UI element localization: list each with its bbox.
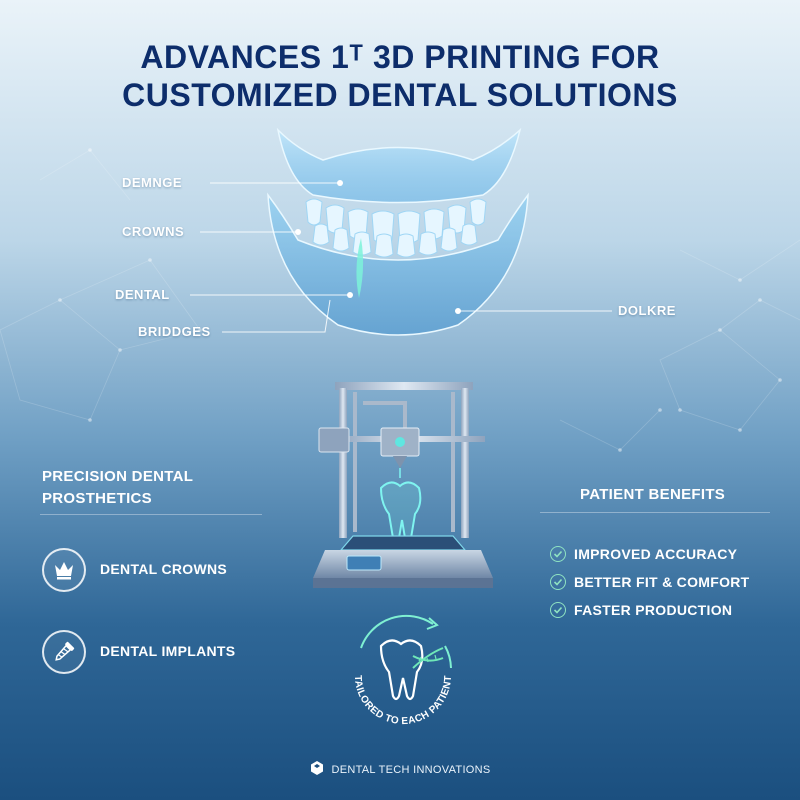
label-crowns: CROWNS [122,224,185,239]
benefit-label: IMPROVED ACCURACY [574,546,738,562]
right-section-heading: PATIENT BENEFITS [580,486,726,503]
check-icon [550,546,566,562]
footer: DENTAL TECH INNOVATIONS [0,760,800,779]
benefit-label: FASTER PRODUCTION [574,602,733,618]
left-section-heading: PRECISION DENTAL PROSTHETICS [42,466,193,510]
benefit-item: FASTER PRODUCTION [550,602,732,618]
benefit-item: IMPROVED ACCURACY [550,546,737,562]
3d-printer-illustration [313,382,493,588]
title-line-2: CUSTOMIZED DENTAL SOLUTIONS [122,77,678,113]
footer-brand: DENTAL TECH INNOVATIONS [331,763,491,776]
left-divider [40,514,262,515]
left-item-dental-implants: DENTAL IMPLANTS [100,643,236,659]
implant-screw-icon [42,630,86,674]
benefit-label: BETTER FIT & COMFORT [574,574,750,590]
check-icon [550,602,566,618]
dental-jaw-illustration [267,127,529,336]
label-demnge: DEMNGE [122,175,183,190]
crown-icon [42,548,86,592]
tooth-dna-icon [379,639,444,701]
hexagon-logo-icon [309,760,325,779]
check-icon [550,574,566,590]
label-dental: DENTAL [115,287,170,302]
page-title: ADVANCES 1ᵀ 3D PRINTING FOR CUSTOMIZED D… [0,38,800,114]
right-divider [540,512,770,513]
left-heading-line-2: PROSTHETICS [42,490,152,507]
title-line-1: ADVANCES 1ᵀ 3D PRINTING FOR [140,39,660,75]
left-heading-line-1: PRECISION DENTAL [42,468,194,485]
label-dolkre: DOLKRE [618,303,676,318]
benefit-item: BETTER FIT & COMFORT [550,574,750,590]
label-briddges: BRIDDGES [138,324,211,339]
left-item-dental-crowns: DENTAL CROWNS [100,561,228,577]
tailored-badge: TAILORED TO EACH PATIENT [352,614,454,727]
